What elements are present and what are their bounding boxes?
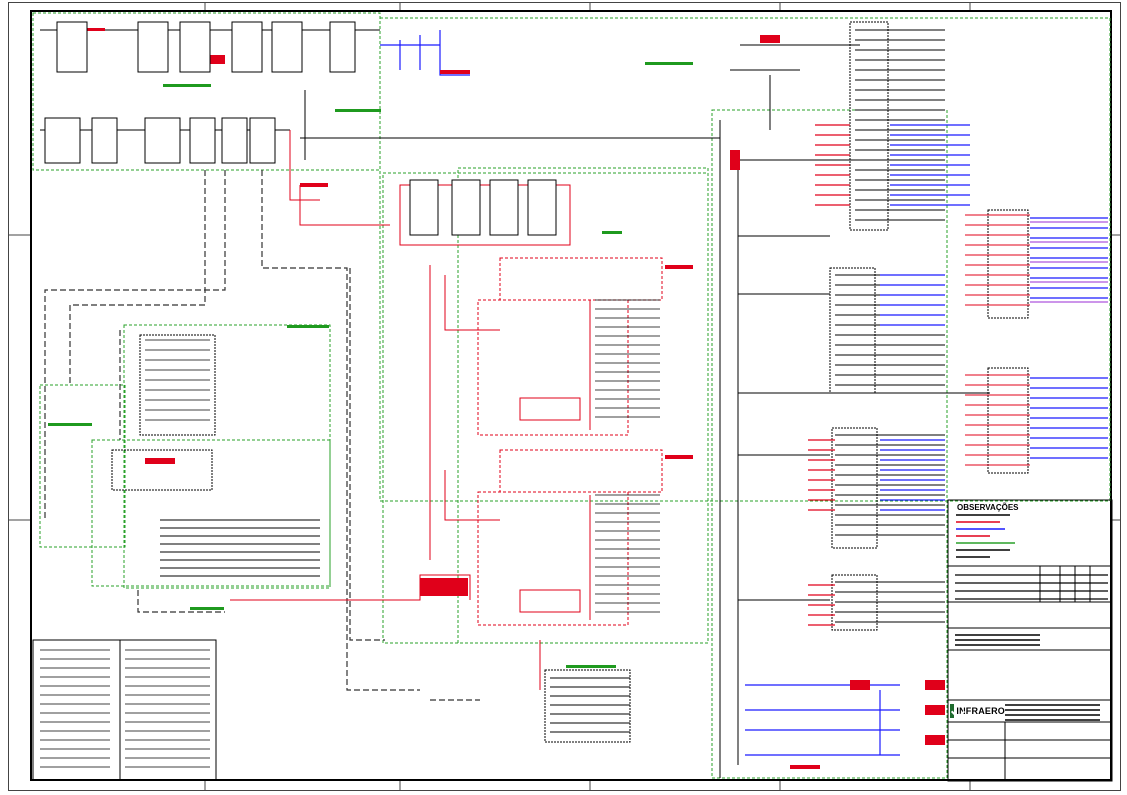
sheet-border [30,10,1112,781]
logo-text: INFRAERO [956,706,1005,716]
infraero-logo: INFRAERO [950,703,1005,719]
outer-frame [8,2,1121,791]
switchgear-cells [44,21,557,236]
infraero-logo-icon [950,704,955,718]
title-block [947,499,1113,782]
obs-lines [956,514,1015,558]
observations-title: OBSERVAÇÕES [957,503,1019,512]
cable-routes [44,170,480,701]
blue-feeders [380,30,900,756]
feeder-rows [40,29,1108,768]
switchboard-panels [111,21,1029,743]
red-labels [75,28,945,769]
frame-ticks [8,2,1121,791]
main-bus [40,29,990,778]
red-circuits [230,130,663,690]
section-markers [48,62,693,668]
zone-boundaries [32,12,1111,779]
legend-box [32,639,217,781]
